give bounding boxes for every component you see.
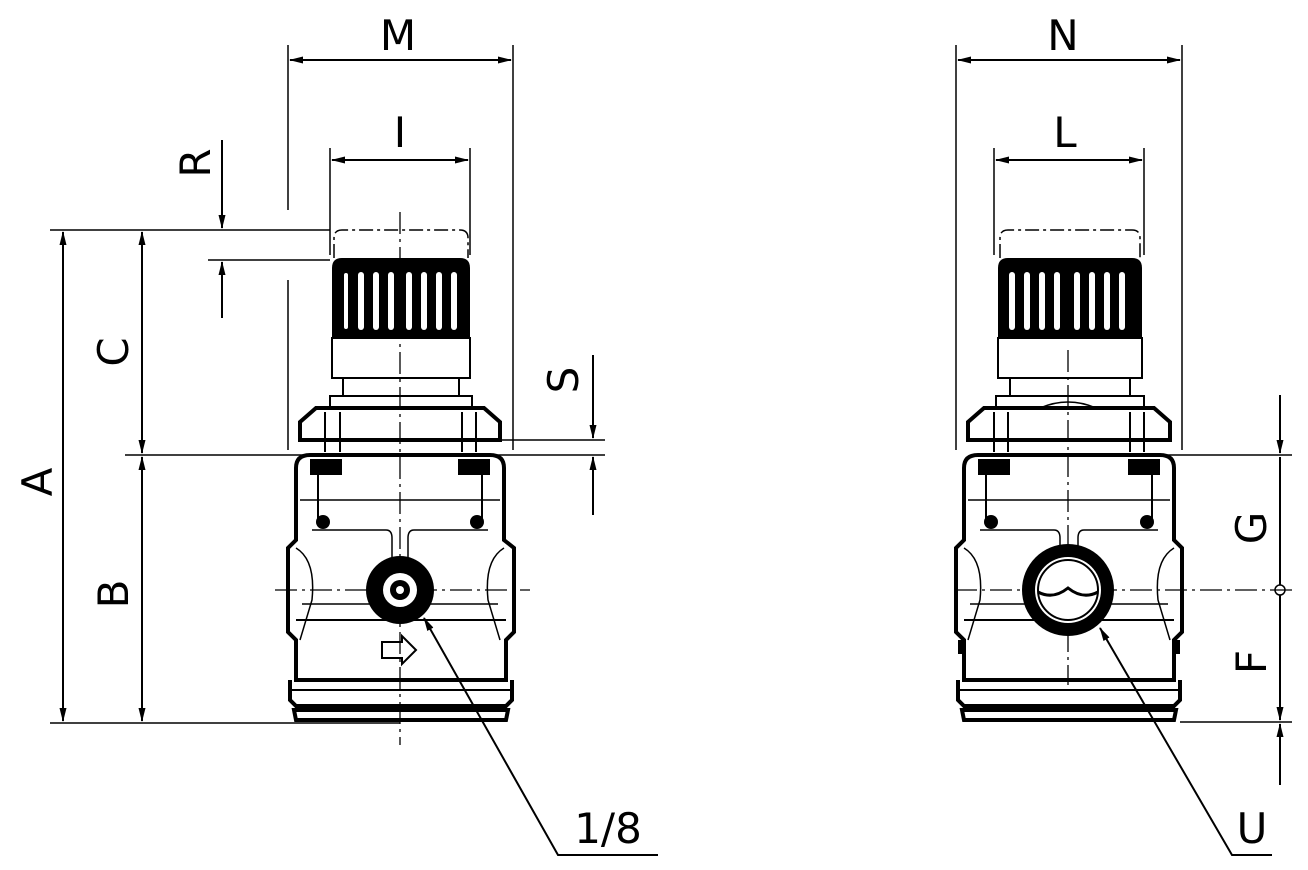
dimension-labels: M I N L A B C R S G F 1/8 U: [13, 11, 1276, 853]
bonnet-nut: [298, 406, 502, 452]
label-i: I: [394, 108, 406, 157]
leader-port-size: [423, 617, 658, 856]
flow-direction-arrow: [381, 633, 418, 667]
label-u: U: [1237, 804, 1268, 853]
bonnet-nut-right: [966, 401, 1172, 452]
label-g: G: [1227, 512, 1276, 545]
label-m: M: [380, 11, 416, 60]
adjustment-knob-right: [995, 258, 1145, 409]
label-a: A: [13, 467, 62, 496]
left-view: [50, 45, 658, 856]
label-c: C: [89, 337, 138, 366]
label-port-size: 1/8: [574, 804, 642, 853]
regulator-body: [286, 453, 516, 722]
adjustment-knob: [329, 258, 473, 409]
regulator-body-right: [954, 453, 1184, 722]
label-r: R: [171, 148, 220, 177]
leader-thread-u: [1099, 627, 1272, 856]
label-b: B: [89, 580, 138, 609]
label-n: N: [1047, 11, 1078, 60]
label-f: F: [1227, 650, 1276, 674]
label-l: L: [1053, 108, 1077, 157]
label-s: S: [539, 367, 588, 394]
right-view: [954, 45, 1292, 856]
